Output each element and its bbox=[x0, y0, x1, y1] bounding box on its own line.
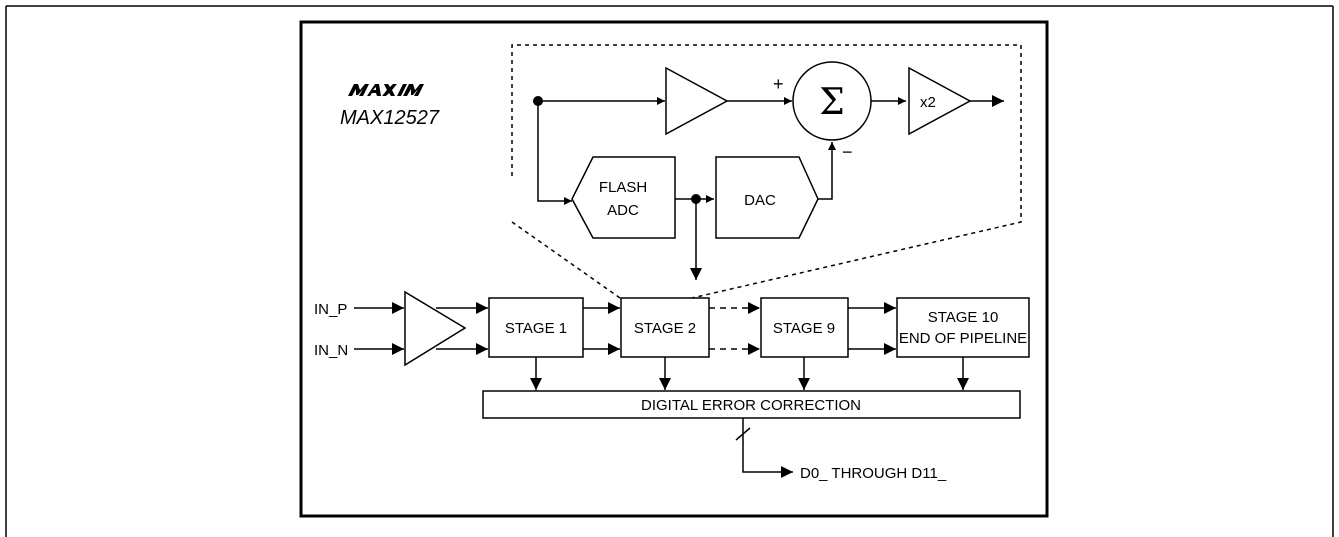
output-label: D0_ THROUGH D11_ bbox=[800, 465, 947, 482]
plus-sign: + bbox=[773, 74, 784, 94]
input-label-inn: IN_N bbox=[314, 342, 348, 359]
flash-adc-label-1: FLASH bbox=[599, 179, 647, 196]
input-label-inp: IN_P bbox=[314, 301, 347, 318]
digital-error-correction-block bbox=[482, 390, 1021, 419]
stage-1-label: STAGE 1 bbox=[505, 320, 567, 337]
wire-to-flash bbox=[537, 101, 572, 205]
stage-9-label: STAGE 9 bbox=[773, 320, 835, 337]
bus-slash bbox=[735, 427, 751, 441]
stage-2-label: STAGE 2 bbox=[634, 320, 696, 337]
figure-border bbox=[299, 20, 1049, 518]
stage-10-label-2: END OF PIPELINE bbox=[899, 330, 1027, 347]
sigma-symbol: Σ bbox=[819, 82, 844, 123]
minus-sign: − bbox=[842, 142, 853, 162]
frontend-amplifier bbox=[404, 290, 467, 367]
stage-10-label-1: STAGE 10 bbox=[928, 309, 999, 326]
detail-callout-outline bbox=[511, 44, 1022, 299]
wire-dac-to-sum bbox=[818, 142, 836, 200]
dac-label: DAC bbox=[744, 192, 776, 209]
digital-error-correction-label: DIGITAL ERROR CORRECTION bbox=[641, 397, 861, 414]
part-number: MAX12527 bbox=[340, 107, 440, 129]
flash-adc-label-2: ADC bbox=[607, 202, 639, 219]
detail-amplifier bbox=[665, 66, 729, 136]
gain-amplifier bbox=[908, 66, 972, 136]
stage-10-block bbox=[896, 297, 1030, 358]
gain-label: x2 bbox=[920, 94, 936, 111]
flash-adc-block bbox=[571, 156, 676, 239]
output-bus-wire bbox=[742, 418, 793, 478]
page-frame bbox=[5, 5, 1334, 537]
dac-block bbox=[715, 156, 819, 239]
maxim-logo bbox=[348, 84, 424, 96]
